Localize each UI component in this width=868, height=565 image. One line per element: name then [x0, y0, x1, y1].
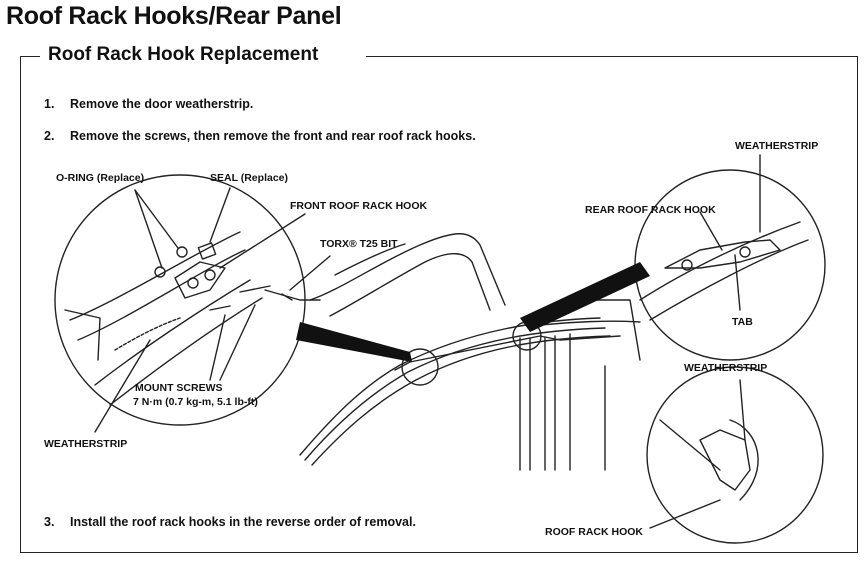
section-frame: [20, 56, 858, 553]
torx-bit-label: TORX® T25 BIT: [320, 238, 398, 250]
section-title: Roof Rack Hook Replacement: [48, 44, 319, 65]
frame-top-right-rule: [366, 56, 857, 57]
frame-top-left-rule: [20, 56, 40, 57]
front-roof-rack-hook-label: FRONT ROOF RACK HOOK: [290, 200, 428, 212]
callout-wedges: [296, 262, 650, 362]
page-title: Roof Rack Hooks/Rear Panel: [6, 2, 342, 30]
rear-hook-detail-circle: [634, 154, 826, 361]
weatherstrip-left-label: WEATHERSTRIP: [44, 438, 128, 450]
roof-hook-detail-circle: [646, 366, 824, 544]
weatherstrip-top-right-label: WEATHERSTRIP: [735, 140, 819, 152]
mount-screws-label: MOUNT SCREWS: [135, 382, 223, 394]
tab-label: TAB: [732, 316, 753, 328]
weatherstrip-bottom-right-label: WEATHERSTRIP: [684, 362, 768, 374]
roof-rack-hook-label: ROOF RACK HOOK: [545, 526, 643, 538]
seal-label: SEAL (Replace): [210, 172, 288, 184]
step-1: 1. Remove the door weatherstrip.: [44, 97, 253, 111]
step-text: Remove the door weatherstrip.: [70, 97, 254, 111]
torque-spec-label: 7 N·m (0.7 kg-m, 5.1 lb-ft): [133, 396, 258, 408]
car-body-drawing: [299, 233, 641, 471]
step-number: 1.: [44, 97, 55, 111]
step-2: 2. Remove the screws, then remove the fro…: [44, 129, 476, 143]
rear-roof-rack-hook-label: REAR ROOF RACK HOOK: [585, 204, 716, 216]
step-text: Install the roof rack hooks in the rever…: [70, 515, 416, 529]
step-number: 3.: [44, 515, 55, 529]
front-hook-detail-circle: [54, 174, 331, 433]
o-ring-label: O-RING (Replace): [56, 172, 145, 184]
step-3: 3. Install the roof rack hooks in the rev…: [44, 515, 416, 529]
step-text: Remove the screws, then remove the front…: [70, 129, 476, 143]
step-number: 2.: [44, 129, 55, 143]
